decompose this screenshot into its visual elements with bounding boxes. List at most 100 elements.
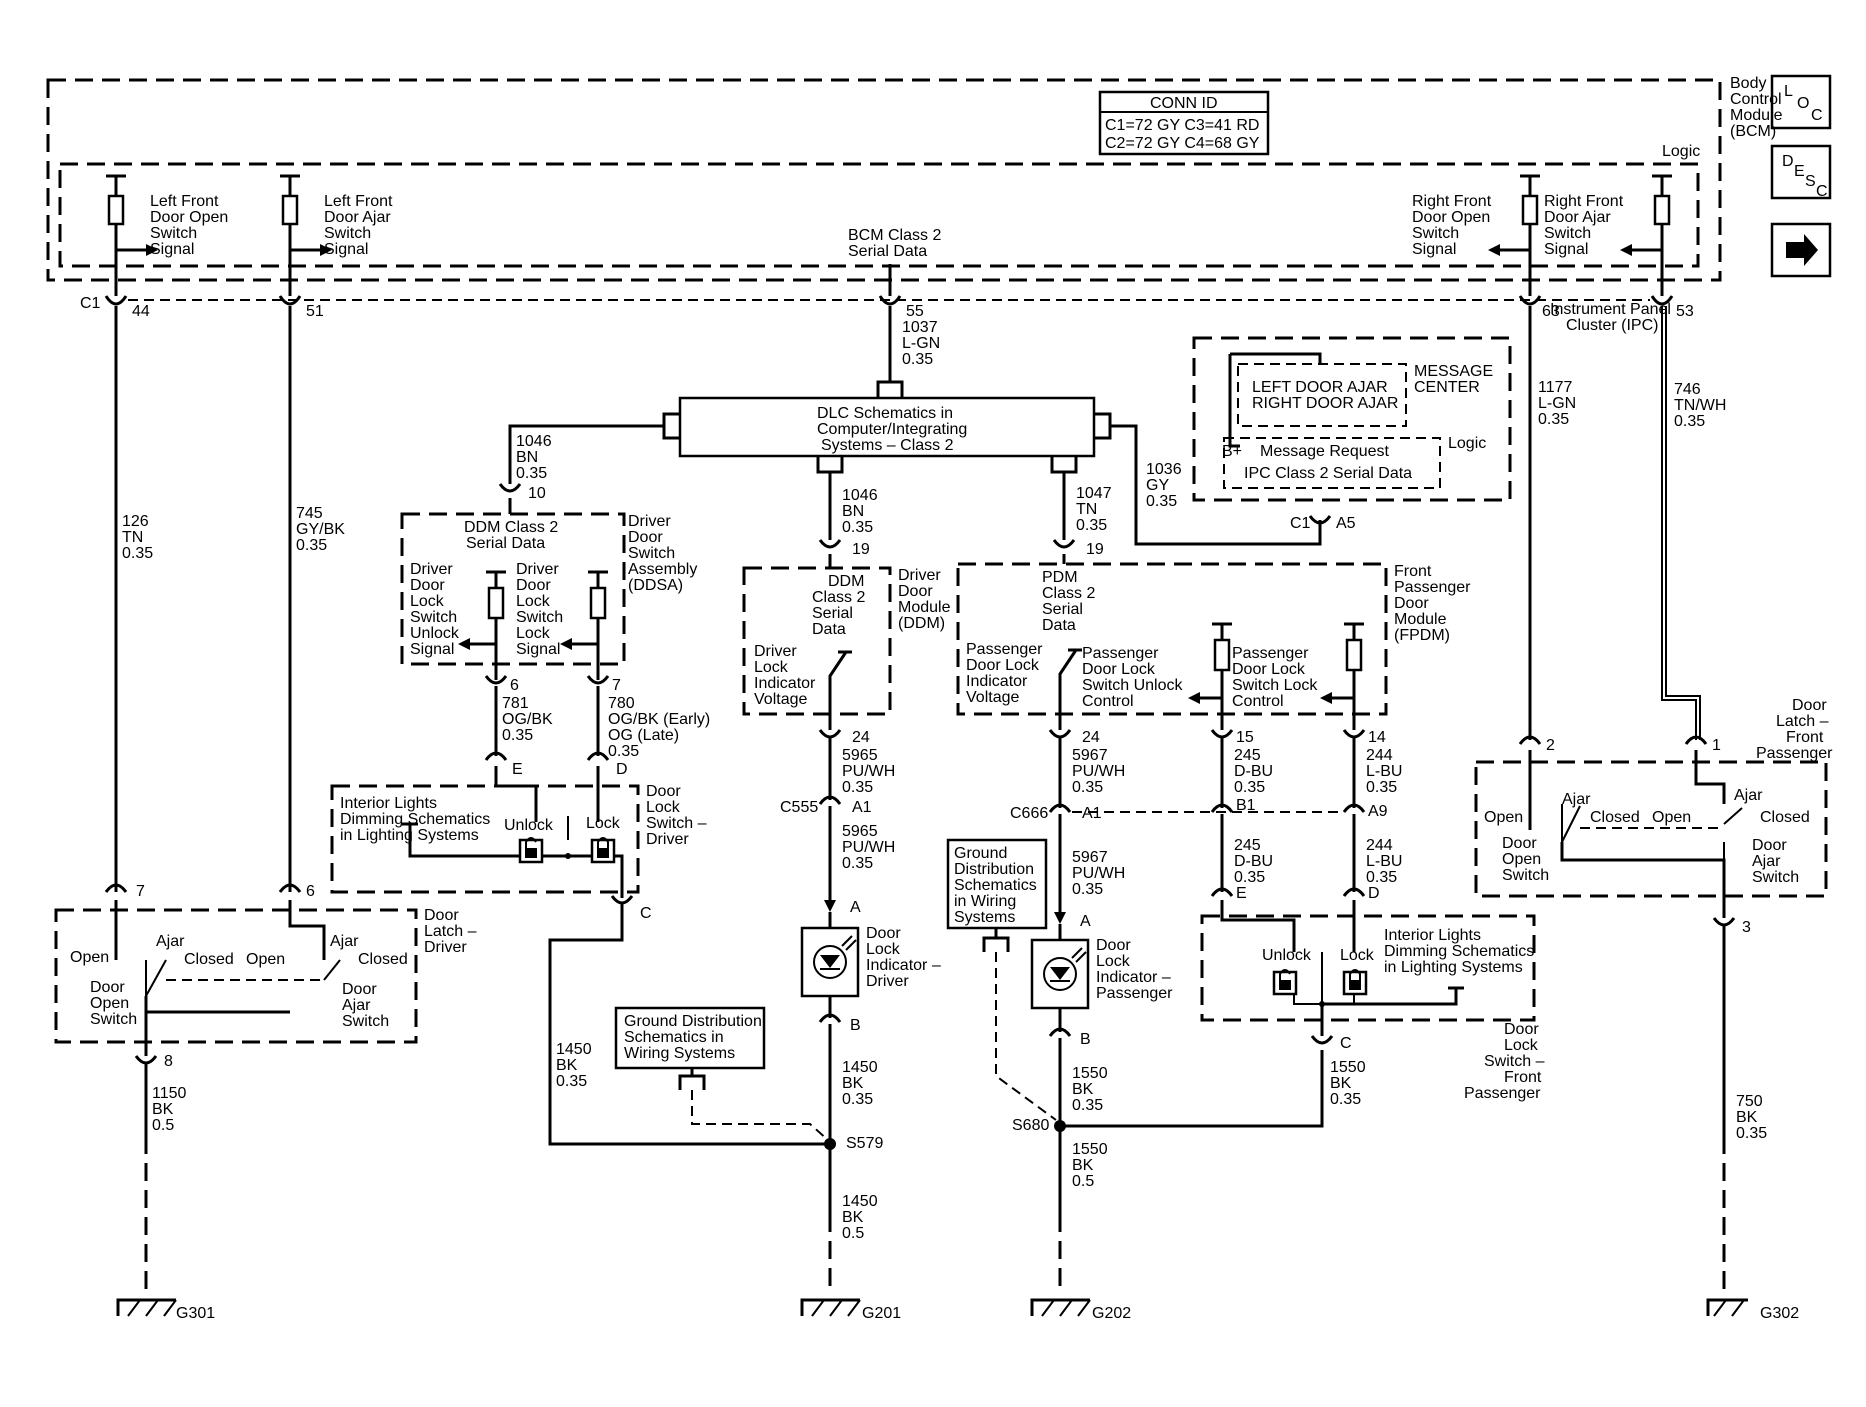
wire-1450b-num: 1450 (842, 1059, 878, 1076)
bcm-label-1: Body (1730, 75, 1766, 92)
dlc-schematics-box: DLC Schematics in Computer/Integrating S… (662, 396, 1112, 474)
wire-1550c-color: BK (1072, 1157, 1094, 1174)
drv-ajar-switch-1: Door (342, 981, 377, 998)
drv-indicator-3: Indicator – (866, 957, 941, 974)
wire-1550b-size: 0.35 (1330, 1091, 1361, 1108)
pin-b-pass-led: B (1080, 1031, 1091, 1048)
loc-icon[interactable]: L O C (1770, 74, 1832, 130)
ipc-logic: Logic (1448, 435, 1486, 452)
pin-44: 44 (132, 303, 150, 320)
wire-1037-color: L-GN (902, 335, 940, 352)
wire-5967a-num: 5967 (1072, 747, 1108, 764)
wire-750-num: 750 (1736, 1093, 1763, 1110)
fpdm-title-3: Door (1394, 595, 1429, 612)
wire-745-size: 0.35 (296, 537, 327, 554)
wire-244b-color: L-BU (1366, 853, 1402, 870)
fpdm-class2-2: Class 2 (1042, 585, 1095, 602)
fpdm-output-chains: 24 15 14 5967 PU/WH 0.35 245 D-BU 0.35 2… (1010, 729, 1402, 1294)
pin-a-pass-led: A (1080, 913, 1091, 930)
drv-latch-closed-1: Closed (184, 951, 234, 968)
pass-lock-switch-title-2: Lock (1504, 1037, 1539, 1054)
wire-5967b-color: PU/WH (1072, 865, 1125, 882)
pin-a-drv-led: A (850, 899, 861, 916)
ipc-msg-center-1: MESSAGE (1414, 363, 1493, 380)
pass-lock-switch-title-5: Passenger (1464, 1085, 1541, 1102)
ddsa-wires: 6 7 781 OG/BK 0.35 780 OG/BK (Early) OG … (484, 677, 710, 778)
ddsa-title-2: Door (628, 529, 663, 546)
fpdm-unlock-ctl-1: Passenger (1082, 645, 1159, 662)
pin-d-pass: D (1368, 885, 1380, 902)
wire-1047-num: 1047 (1076, 485, 1112, 502)
fpdm-title-4: Module (1394, 611, 1447, 628)
pin-2-pass-latch: 2 (1546, 737, 1555, 754)
ground-g301-label: G301 (176, 1305, 215, 1322)
pass-latch-ajar-1: Ajar (1562, 791, 1591, 808)
wire-runs (114, 306, 1701, 892)
ground-distribution-box-2: Ground Distribution Schematics in Wiring… (946, 838, 1057, 1121)
wire-244b-num: 244 (1366, 837, 1393, 854)
pin-19-pdm: 19 (1086, 541, 1104, 558)
passenger-door-lock-switch: C Unlock Lock Interior Lights Dimming Sc… (1200, 900, 1545, 1102)
fpdm-lock-ctl-1: Passenger (1232, 645, 1309, 662)
gnd-dist2-1: Ground (954, 845, 1007, 862)
rf-open-signal-label-4: Signal (1412, 241, 1456, 258)
drv-open-switch-1: Door (90, 979, 125, 996)
bcm-class2-label-2: Serial Data (848, 243, 927, 260)
lock-padlock-icon (590, 837, 616, 864)
ddm-module: DDM Class 2 Serial Data Driver Lock Indi… (742, 554, 951, 730)
wire-5967b-size: 0.35 (1072, 881, 1103, 898)
wire-245a-color: D-BU (1234, 763, 1273, 780)
drv-lock-switch-title-1: Door (646, 783, 681, 800)
pin-8-latch: 8 (164, 1053, 173, 1070)
pin-6-ddsa: 6 (510, 677, 519, 694)
ddsa-lock-sig-1: Driver (516, 561, 559, 578)
wire-244a-color: L-BU (1366, 763, 1402, 780)
ddsa-unlock-sig-1: Driver (410, 561, 453, 578)
wire-745-num: 745 (296, 505, 323, 522)
loc-letter-o: O (1797, 95, 1809, 112)
c1-label: C1 (80, 295, 101, 312)
wire-5965b-color: PU/WH (842, 839, 895, 856)
gnd-dist1-1: Ground Distribution (624, 1013, 762, 1030)
fpdm-class2-4: Data (1042, 617, 1076, 634)
ddm-class2-4: Data (812, 621, 846, 638)
wire-5965a-size: 0.35 (842, 779, 873, 796)
wire-1037-num: 1037 (902, 319, 938, 336)
wire-1036-size: 0.35 (1146, 493, 1177, 510)
drv-open-switch-2: Open (90, 995, 129, 1012)
drv-lock-label: Lock (586, 815, 621, 832)
wire-1450c-num: 1450 (842, 1193, 878, 1210)
pass-latch-ajar-2: Ajar (1734, 787, 1763, 804)
upper-wire-labels: 1037 L-GN 0.35 126 TN 0.35 745 GY/BK 0.3… (122, 319, 1726, 562)
ddsa-module: Driver Door Switch Assembly (DDSA) DDM C… (400, 498, 697, 685)
wire-1046a-size: 0.35 (516, 465, 547, 482)
pin-c-pass: C (1340, 1035, 1352, 1052)
pin-3-pass-latch: 3 (1742, 919, 1751, 936)
ground-g301: G301 1150 BK 0.5 (116, 1062, 215, 1322)
pin-24-pdm: 24 (1082, 729, 1100, 746)
wire-1150-color: BK (152, 1101, 174, 1118)
pass-ajar-switch-3: Switch (1752, 869, 1799, 886)
pass-dimming-1: Interior Lights (1384, 927, 1481, 944)
bcm-internal-circuits (106, 174, 1672, 296)
dlc-label-2: Computer/Integrating (817, 421, 967, 438)
wire-245a-num: 245 (1234, 747, 1261, 764)
rf-ajar-signal-label-3: Switch (1544, 225, 1591, 242)
conn-id-row-2: C2=72 GY C4=68 GY (1105, 135, 1260, 152)
wire-746-color: TN/WH (1674, 397, 1726, 414)
pin-a1-c555: A1 (852, 799, 872, 816)
ddsa-lock-sig-5: Lock (516, 625, 551, 642)
ddm-title-4: (DDM) (898, 615, 945, 632)
led-icon (800, 926, 860, 998)
drv-lock-switch-title-4: Driver (646, 831, 689, 848)
arrow-right-icon[interactable] (1770, 222, 1832, 278)
fpdm-lock-ctl-2: Door Lock (1232, 661, 1306, 678)
drv-latch-open-2: Open (246, 951, 285, 968)
pass-unlock-label: Unlock (1262, 947, 1312, 964)
desc-icon[interactable]: D E S C (1770, 144, 1832, 200)
pass-latch-title-1: Door (1792, 697, 1827, 714)
ddsa-unlock-sig-6: Signal (410, 641, 454, 658)
wire-1450b-size: 0.35 (842, 1091, 873, 1108)
wire-1046b-color: BN (842, 503, 864, 520)
